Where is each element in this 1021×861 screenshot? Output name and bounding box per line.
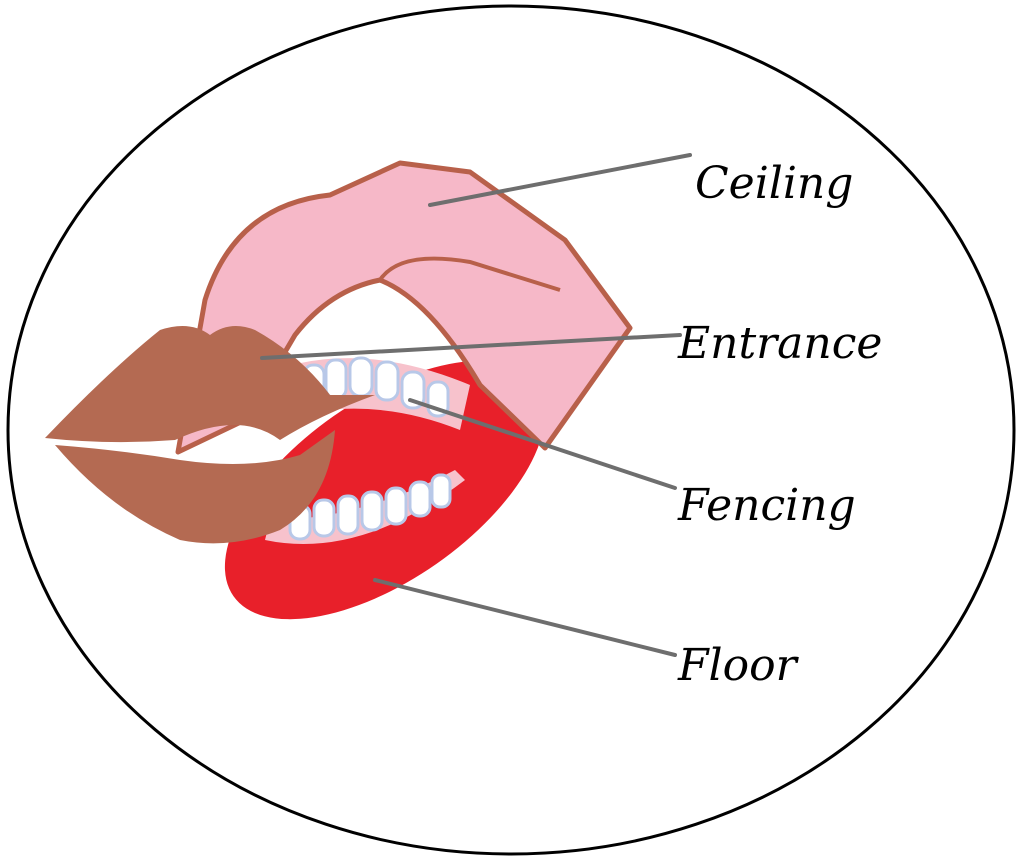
label-floor: Floor: [677, 640, 800, 691]
label-ceiling: Ceiling: [695, 158, 853, 209]
label-entrance: Entrance: [677, 318, 882, 369]
ceiling-fold: [378, 256, 561, 292]
floor-leader-line: [373, 578, 677, 657]
entrance-leader-line: [260, 333, 682, 360]
lower-teeth: [288, 473, 452, 541]
fencing-leader-line: [408, 398, 677, 490]
label-fencing: Fencing: [677, 480, 856, 531]
mouth-floor: [224, 360, 546, 620]
mouth-ceiling: [175, 160, 633, 455]
upper-lip: [45, 326, 375, 443]
lower-lip: [55, 430, 335, 544]
ceiling-leader-line: [428, 153, 692, 207]
